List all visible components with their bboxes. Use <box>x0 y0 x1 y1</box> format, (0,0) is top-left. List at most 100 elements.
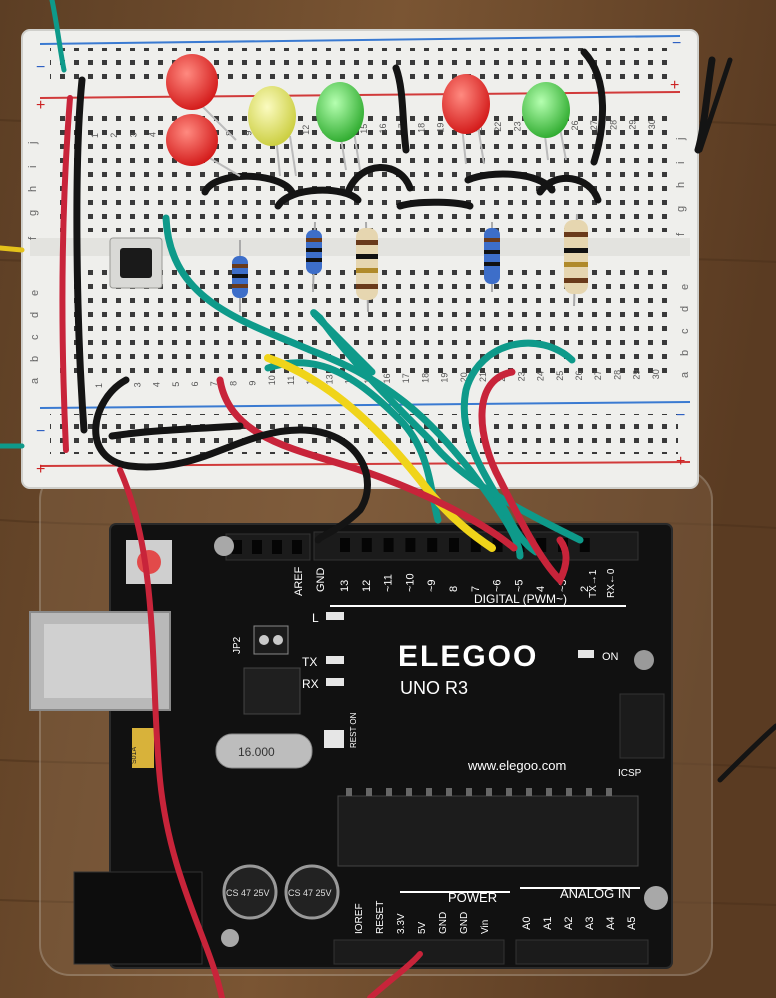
header-hole <box>383 538 394 552</box>
power-pin-label: RESET <box>375 901 386 934</box>
column-number: 1 <box>94 383 104 388</box>
crystal-label: 16.000 <box>238 745 275 759</box>
column-number: 29 <box>628 120 638 130</box>
column-number: 4 <box>152 382 162 387</box>
header-hole <box>340 538 350 552</box>
column-number: 24 <box>536 371 546 381</box>
column-number: 5 <box>171 382 181 387</box>
row-letter: e <box>29 290 41 296</box>
capacitor-2-label: CS 47 25V <box>288 888 332 898</box>
header-hole <box>361 538 372 552</box>
row-letter: j <box>27 142 39 145</box>
row-letter: b <box>29 356 41 362</box>
led-green-1 <box>316 82 364 171</box>
column-number: 27 <box>589 120 599 130</box>
power-pin-label: Vin <box>480 920 491 934</box>
column-number: 13 <box>324 374 334 384</box>
push-button <box>109 237 163 289</box>
rail-plus-bottom-right: + <box>676 453 685 470</box>
column-number: 7 <box>209 381 219 386</box>
digital-label: DIGITAL (PWM~) <box>474 592 567 606</box>
column-number: 6 <box>190 381 200 386</box>
wire-black-right <box>697 57 776 783</box>
wire-black-long <box>92 376 371 544</box>
crystal <box>215 733 313 769</box>
column-number: 9 <box>244 131 254 136</box>
row-letter: b <box>679 350 691 356</box>
reset-on-label: REST ON <box>349 712 358 748</box>
column-number: 28 <box>608 120 618 130</box>
column-number: 20 <box>459 372 469 382</box>
led-red-1 <box>166 54 237 141</box>
digital-pin-label: 7 <box>470 586 482 592</box>
digital-pin-label: 2 <box>579 586 591 592</box>
column-number: 16 <box>378 123 388 133</box>
row-letter: d <box>29 312 41 318</box>
header-hole <box>492 538 503 552</box>
analog-pin-label: A4 <box>605 917 617 930</box>
analog-pin-label: A2 <box>563 917 575 930</box>
column-number: 4 <box>148 132 158 137</box>
brand-label: ELEGOO <box>398 640 538 673</box>
wire-teal-3 <box>460 339 576 556</box>
column-number: 15 <box>359 124 369 134</box>
model-label: UNO R3 <box>400 678 468 698</box>
header-hole <box>449 538 459 552</box>
column-number: 18 <box>420 373 430 383</box>
row-letter: c <box>29 334 41 340</box>
column-number: 30 <box>651 369 661 379</box>
resistor-1 <box>232 240 248 312</box>
column-number: 3 <box>132 382 142 387</box>
wire-red-long <box>117 467 423 998</box>
icsp-header <box>619 693 665 759</box>
column-number: 17 <box>401 373 411 383</box>
digital-pin-label: 12 <box>361 580 373 592</box>
resistor-4 <box>484 222 500 292</box>
rail-plus-top-left: + <box>36 97 45 114</box>
capacitor-1-label: CS 47 25V <box>226 888 270 898</box>
aref-label: AREF <box>293 566 305 596</box>
row-letter: g <box>27 210 39 216</box>
rail-minus-top-left: − <box>36 59 45 76</box>
row-letter: g <box>675 206 687 212</box>
website-label: www.elegoo.com <box>467 758 566 773</box>
power-pin-label: 5V <box>417 921 428 934</box>
led-red-2 <box>166 114 241 177</box>
column-number: 16 <box>382 373 392 383</box>
resistor-5 <box>564 213 588 307</box>
rail-minus-bottom-left: − <box>36 423 45 440</box>
digital-pin-label: 8 <box>448 586 460 592</box>
tx-arrow-label: TX→1 <box>588 569 599 598</box>
header-hole <box>405 538 416 552</box>
led-green-2 <box>522 82 570 161</box>
column-number: 8 <box>228 381 238 386</box>
resistor-2 <box>306 221 322 293</box>
l-label: L <box>312 611 319 625</box>
column-number: 3 <box>128 132 138 137</box>
column-number: 9 <box>248 381 258 386</box>
on-label: ON <box>602 651 619 663</box>
row-letter: f <box>27 236 39 240</box>
row-letter: j <box>675 138 687 141</box>
power-label: POWER <box>448 890 497 905</box>
column-number: 22 <box>493 122 503 132</box>
column-number: 26 <box>570 120 580 130</box>
column-number: 11 <box>286 376 296 385</box>
breadboard-jumper-red-left <box>59 95 73 453</box>
column-number: 10 <box>267 375 277 385</box>
chip-label: S01A <box>131 747 138 764</box>
led-yellow <box>248 86 297 177</box>
digital-pin-label: 4 <box>535 586 547 592</box>
header-hole <box>579 538 590 552</box>
digital-pin-label: ~11 <box>383 574 395 592</box>
column-number: 28 <box>612 370 622 380</box>
column-number: 26 <box>574 370 584 380</box>
power-pin-label: GND <box>438 912 449 934</box>
led-red-3 <box>442 74 490 165</box>
row-letter: h <box>675 182 687 188</box>
header-hole <box>427 538 438 552</box>
